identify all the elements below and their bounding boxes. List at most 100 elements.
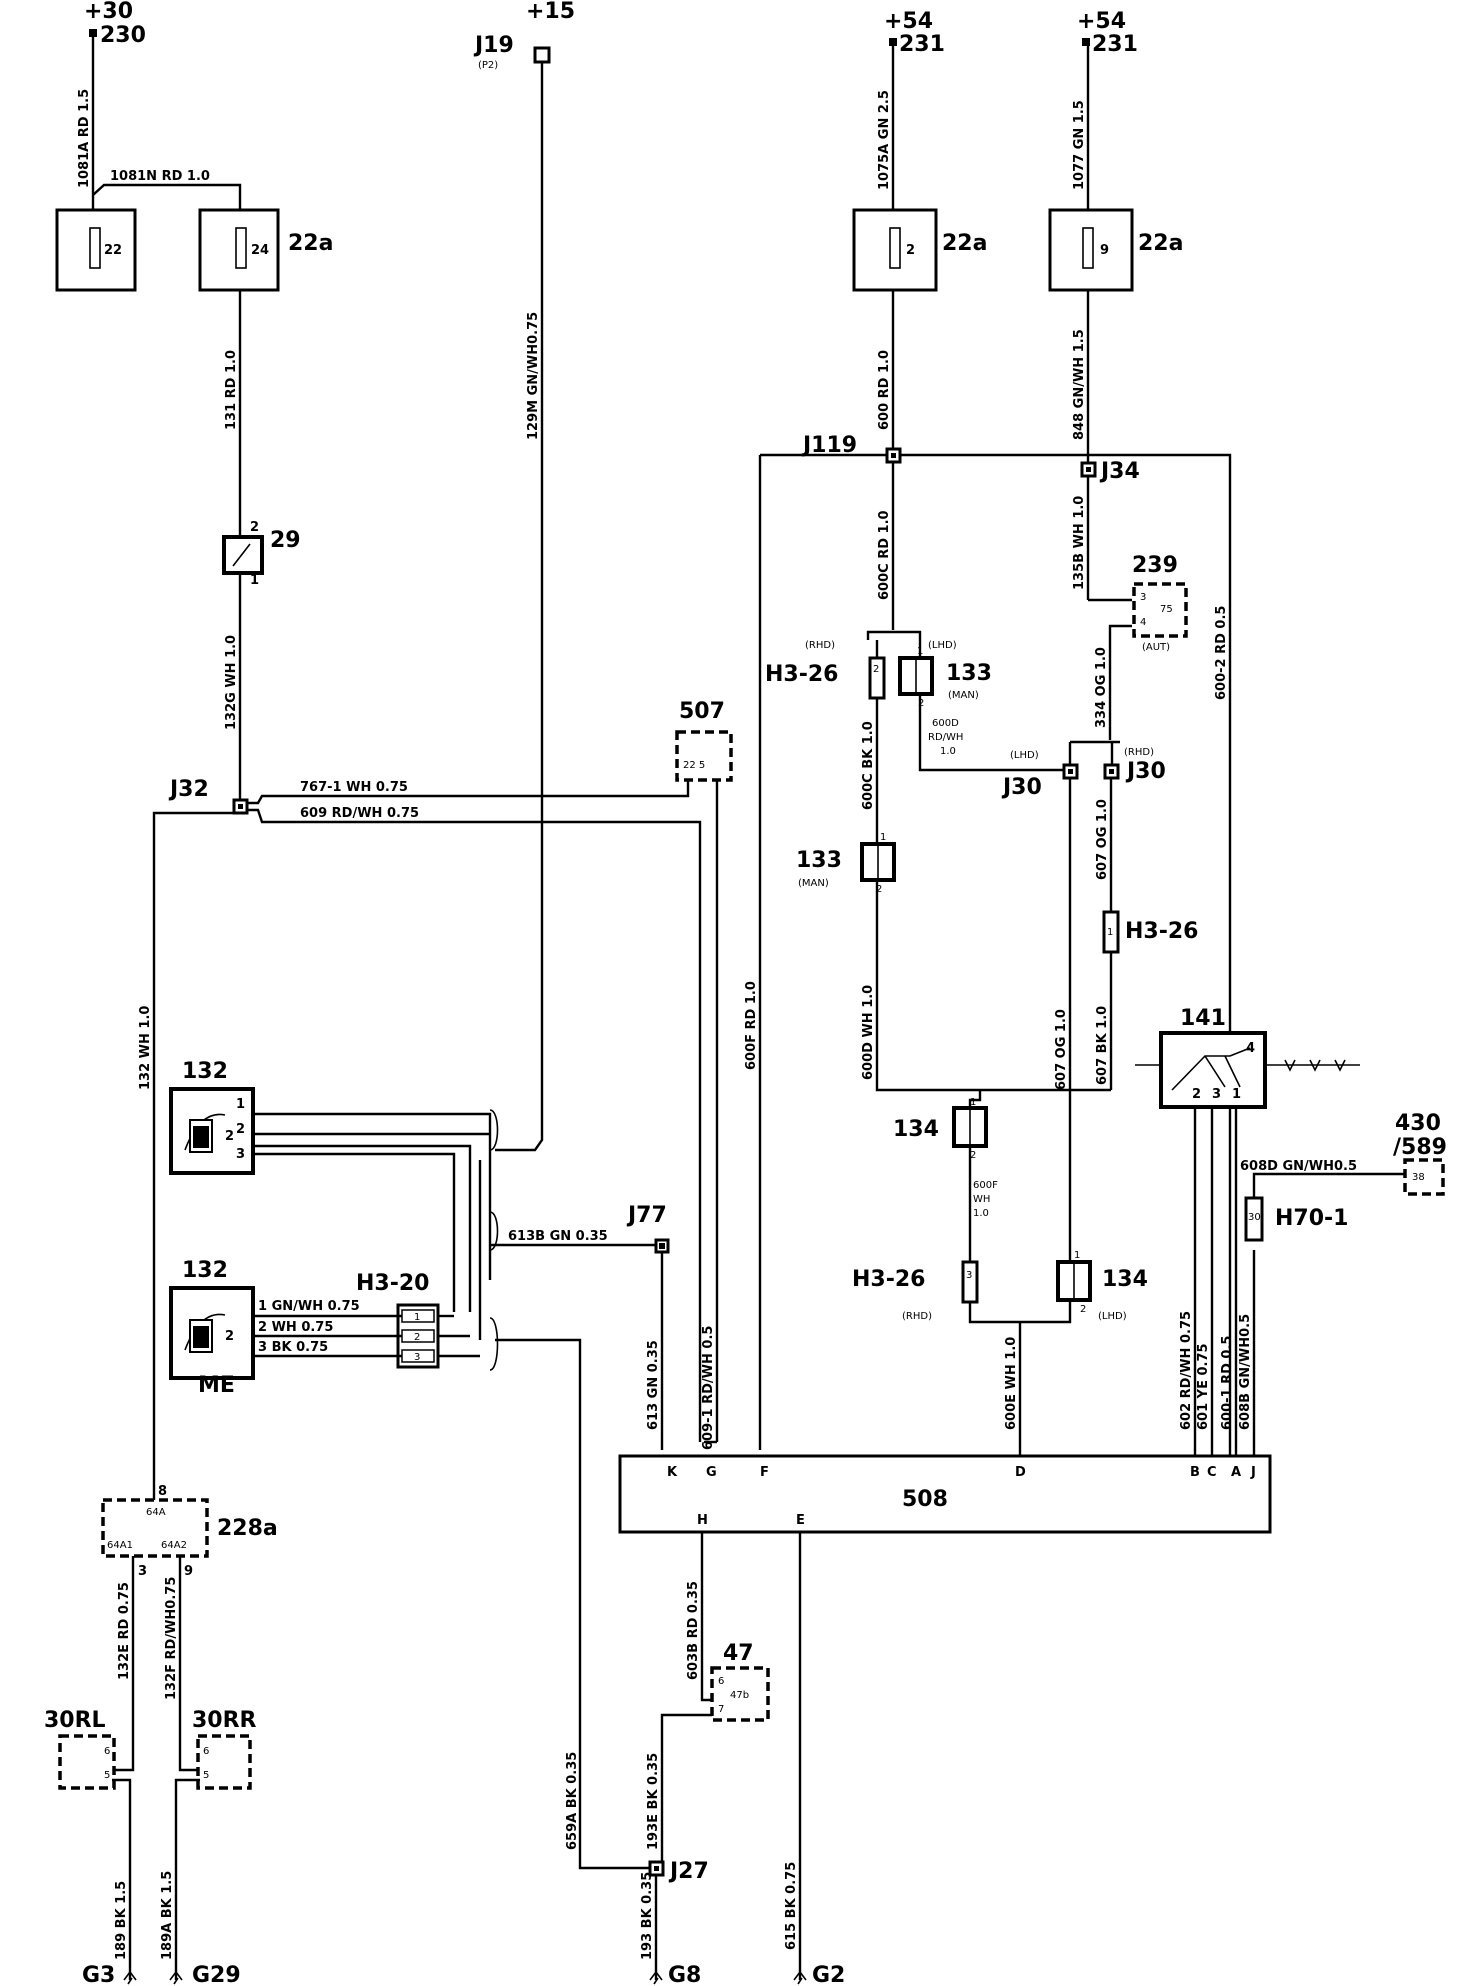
svg-text:J: J [1250, 1465, 1256, 1480]
ecu-508: 508 K G F D B C A J H E [618, 1454, 1272, 1534]
label-lhd-bottom: (LHD) [1098, 1311, 1127, 1322]
terminal-54b-volt: +54 [1077, 9, 1126, 34]
label-608D: 608D GN/WH0.5 [1240, 1159, 1357, 1174]
fuse-24-pin: 24 [251, 243, 269, 258]
svg-text:K: K [667, 1465, 678, 1480]
svg-text:3: 3 [1140, 592, 1146, 603]
connector-h3-20: 1 2 3 H3-20 [356, 1271, 440, 1369]
terminal-30-pin [89, 29, 97, 37]
svg-text:5: 5 [203, 1770, 209, 1781]
wire-132F [178, 1556, 200, 1772]
connector-h70-1-label: H70-1 [1275, 1206, 1348, 1231]
wire-603B [700, 1532, 712, 1702]
wire-132E [112, 1556, 135, 1772]
label-659A: 659A BK 0.35 [565, 1752, 580, 1850]
sensor-132-upper-pin-1: 1 [236, 1097, 245, 1112]
svg-text:2: 2 [1080, 1304, 1086, 1315]
label-lhd-mid: (LHD) [1010, 750, 1039, 761]
ground-g2: G2 [793, 1963, 845, 1986]
svg-text:4: 4 [1246, 1041, 1255, 1056]
connector-134-upper: 1 2 134 [893, 1097, 988, 1161]
svg-text:1: 1 [880, 832, 886, 843]
svg-text:6: 6 [203, 1746, 209, 1757]
speaker-30rl: 6 5 30RL [44, 1708, 116, 1790]
fuse-22-pin: 22 [104, 243, 122, 258]
speaker-30rr: 6 5 30RR [192, 1708, 257, 1790]
svg-text:B: B [1190, 1465, 1200, 1480]
wire-1081N [92, 183, 242, 210]
svg-text:30: 30 [1248, 1212, 1261, 1223]
terminal-54b: +54 231 [1077, 9, 1138, 57]
ground-g3: G3 [82, 1963, 137, 1986]
fuse-24-ref: 22a [288, 231, 333, 256]
label-193: 193 BK 0.35 [640, 1872, 655, 1960]
ground-g3-label: G3 [82, 1963, 115, 1986]
component-507-inner: 22 5 [683, 760, 705, 771]
label-600C-bk: 600C BK 1.0 [861, 721, 876, 810]
connector-h3-20-label: H3-20 [356, 1271, 429, 1296]
junction-j34-label: J34 [1099, 459, 1140, 484]
label-615: 615 BK 0.75 [784, 1862, 799, 1950]
wire-129M [495, 62, 544, 1152]
fuse-9-ref: 22a [1138, 231, 1183, 256]
svg-text:64A: 64A [146, 1507, 166, 1518]
ecu-508-label: 508 [902, 1487, 948, 1512]
relay-239: 3 4 75 239 (AUT) [1132, 553, 1188, 653]
label-600F-rd: 600F RD 1.0 [744, 981, 759, 1070]
svg-text:2: 2 [876, 884, 882, 895]
terminal-54b-num: 231 [1092, 32, 1138, 57]
label-135B: 135B WH 1.0 [1072, 496, 1087, 590]
label-1081N: 1081N RD 1.0 [110, 169, 210, 184]
connector-133-lower: 1 2 133 (MAN) [796, 832, 896, 895]
wire-bus-j119 [760, 453, 1232, 1455]
label-609-1: 609-1 RD/WH 0.5 [701, 1326, 716, 1450]
relay-239-sub: (AUT) [1142, 642, 1170, 653]
sensor-132-upper-pin-2b: 2 [236, 1122, 245, 1137]
wire-193E [660, 1713, 712, 1868]
label-h320-2: 2 WH 0.75 [258, 1320, 333, 1335]
label-1081A: 1081A RD 1.5 [77, 89, 92, 188]
terminal-54a: +54 231 [884, 9, 945, 57]
wire-600D-wh [875, 880, 1111, 1092]
label-767: 767-1 WH 0.75 [300, 780, 408, 795]
svg-text:G: G [706, 1465, 717, 1480]
svg-text:64A2: 64A2 [161, 1540, 187, 1551]
connector-134-upper-label: 134 [893, 1117, 939, 1142]
svg-text:8: 8 [158, 1484, 167, 1499]
svg-text:4: 4 [1140, 617, 1146, 628]
speaker-30rr-label: 30RR [192, 1708, 257, 1733]
label-131: 131 RD 1.0 [224, 350, 239, 430]
label-132F: 132F RD/WH0.75 [164, 1577, 179, 1700]
svg-text:6: 6 [718, 1676, 724, 1687]
wire-189 [112, 1778, 132, 1980]
terminal-15-volt: +15 [526, 0, 575, 24]
svg-text:2: 2 [970, 1150, 976, 1161]
label-193E: 193E BK 0.35 [646, 1753, 661, 1850]
label-848: 848 GN/WH 1.5 [1072, 329, 1087, 440]
label-rhd-top: (RHD) [805, 640, 835, 651]
label-600D-c: 1.0 [940, 746, 956, 757]
label-600F-b: WH [973, 1194, 990, 1205]
switch-141: 4 2 3 1 141 [1159, 1006, 1267, 1109]
wire-767 [247, 779, 690, 805]
wire-132u-1 [253, 1112, 492, 1146]
terminal-30: +30 230 [84, 0, 146, 48]
sensor-132-lower-me: ME [198, 1373, 235, 1398]
svg-text:1: 1 [414, 1312, 420, 1323]
ground-g8: G8 [649, 1963, 701, 1986]
label-600-1: 600-1 RD 0.5 [1220, 1336, 1235, 1430]
label-600-2: 600-2 RD 0.5 [1214, 606, 1229, 700]
label-602: 602 RD/WH 0.75 [1179, 1311, 1194, 1430]
terminal-15-sub: (P2) [478, 60, 498, 71]
svg-text:1: 1 [1107, 927, 1113, 938]
label-h320-1: 1 GN/WH 0.75 [258, 1299, 360, 1314]
connector-133-upper-label: 133 [946, 661, 992, 686]
label-607-bk: 607 BK 1.0 [1095, 1006, 1110, 1085]
terminal-15-num: J19 [473, 33, 514, 58]
label-613: 613 GN 0.35 [646, 1340, 661, 1430]
connector-133-lower-label: 133 [796, 848, 842, 873]
label-600: 600 RD 1.0 [877, 350, 892, 430]
terminal-54a-volt: +54 [884, 9, 933, 34]
ground-g2-label: G2 [812, 1963, 845, 1986]
wire-132u-3 [253, 1152, 456, 1312]
